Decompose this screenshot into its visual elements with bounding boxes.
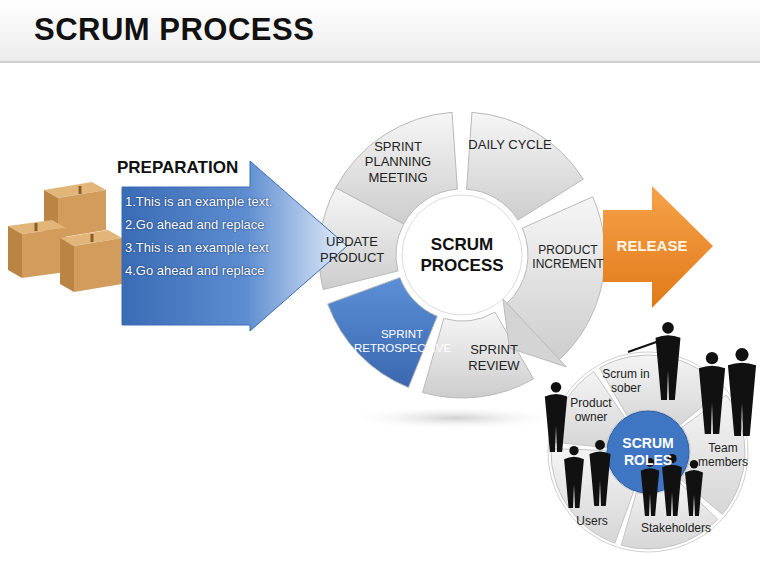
- preparation-item: 4.Go ahead and replace: [125, 259, 317, 282]
- person-body: [685, 470, 703, 516]
- role-segment: Product owner: [567, 396, 615, 425]
- center-label-text: SCRUM PROCESS: [406, 234, 518, 277]
- cardboard-boxes: [8, 182, 122, 292]
- people-silhouettes: [545, 322, 756, 516]
- preparation-box: PREPARATION 1.This is an example text.2.G…: [117, 158, 317, 282]
- cycle-step-text: PRODUCT INCREMENT: [529, 243, 607, 272]
- cycle-segment: [319, 188, 404, 290]
- role-segment-text: Team members: [696, 441, 750, 470]
- cycle-step: SPRINT RETROSPECTIVE: [354, 328, 450, 356]
- header-rule: [0, 61, 760, 63]
- cycle-step: SPRINT PLANNING MEETING: [356, 139, 440, 186]
- person-head: [690, 460, 698, 468]
- person-body: [641, 468, 660, 516]
- preparation-item: 1.This is an example text.: [125, 190, 317, 213]
- person-body: [564, 457, 584, 508]
- cycle-step-text: UPDATE PRODUCT: [320, 234, 384, 265]
- person-body: [699, 366, 725, 434]
- person-body: [589, 451, 610, 506]
- role-segment: Users: [570, 514, 614, 528]
- person-head: [569, 446, 578, 455]
- role-segment-text: Product owner: [567, 396, 615, 425]
- person-head: [735, 348, 748, 361]
- roles-hub-label-text: SCRUM ROLES: [608, 435, 688, 470]
- preparation-item: 3.This is an example text: [125, 236, 317, 259]
- cycle-step: DAILY CYCLE: [458, 137, 562, 153]
- cycle-step-text: DAILY CYCLE: [458, 137, 562, 153]
- release-arrow-label-text: RELEASE: [610, 237, 694, 255]
- release-arrow-label: RELEASE: [610, 237, 694, 255]
- center-label: SCRUM PROCESS: [406, 234, 518, 277]
- cycle-step-text: SPRINT REVIEW: [463, 342, 525, 373]
- person-head: [706, 352, 718, 364]
- role-segment-text: Stakeholders: [635, 521, 717, 535]
- cycle-step: SPRINT REVIEW: [463, 342, 525, 373]
- role-segment: Scrum in sober: [591, 367, 661, 396]
- preparation-arrow: [122, 161, 347, 331]
- preparation-heading: PREPARATION: [117, 158, 317, 178]
- person-body: [656, 335, 681, 400]
- ring-shadow: [345, 406, 565, 430]
- person-body: [545, 394, 567, 452]
- pointer-stick: [628, 340, 662, 352]
- page-title: SCRUM PROCESS: [34, 12, 314, 48]
- role-segment-text: Users: [570, 514, 614, 528]
- roles-hub-label: SCRUM ROLES: [608, 435, 688, 470]
- role-segment: Stakeholders: [635, 521, 717, 535]
- cycle-step-text: SPRINT RETROSPECTIVE: [354, 328, 450, 356]
- person-head: [662, 322, 674, 334]
- role-segment: Team members: [696, 441, 750, 470]
- center-disc: [402, 195, 522, 315]
- cycle-step: PRODUCT INCREMENT: [529, 243, 607, 272]
- header-band: [0, 0, 760, 62]
- person-body: [728, 363, 756, 436]
- cycle-step-text: SPRINT PLANNING MEETING: [356, 139, 440, 186]
- role-segment-text: Scrum in sober: [591, 367, 661, 396]
- person-head: [551, 382, 562, 393]
- preparation-item: 2.Go ahead and replace: [125, 213, 317, 236]
- person-body: [662, 465, 682, 516]
- release-arrow: [603, 186, 713, 308]
- person-head: [595, 440, 605, 450]
- cycle-step: UPDATE PRODUCT: [320, 234, 384, 265]
